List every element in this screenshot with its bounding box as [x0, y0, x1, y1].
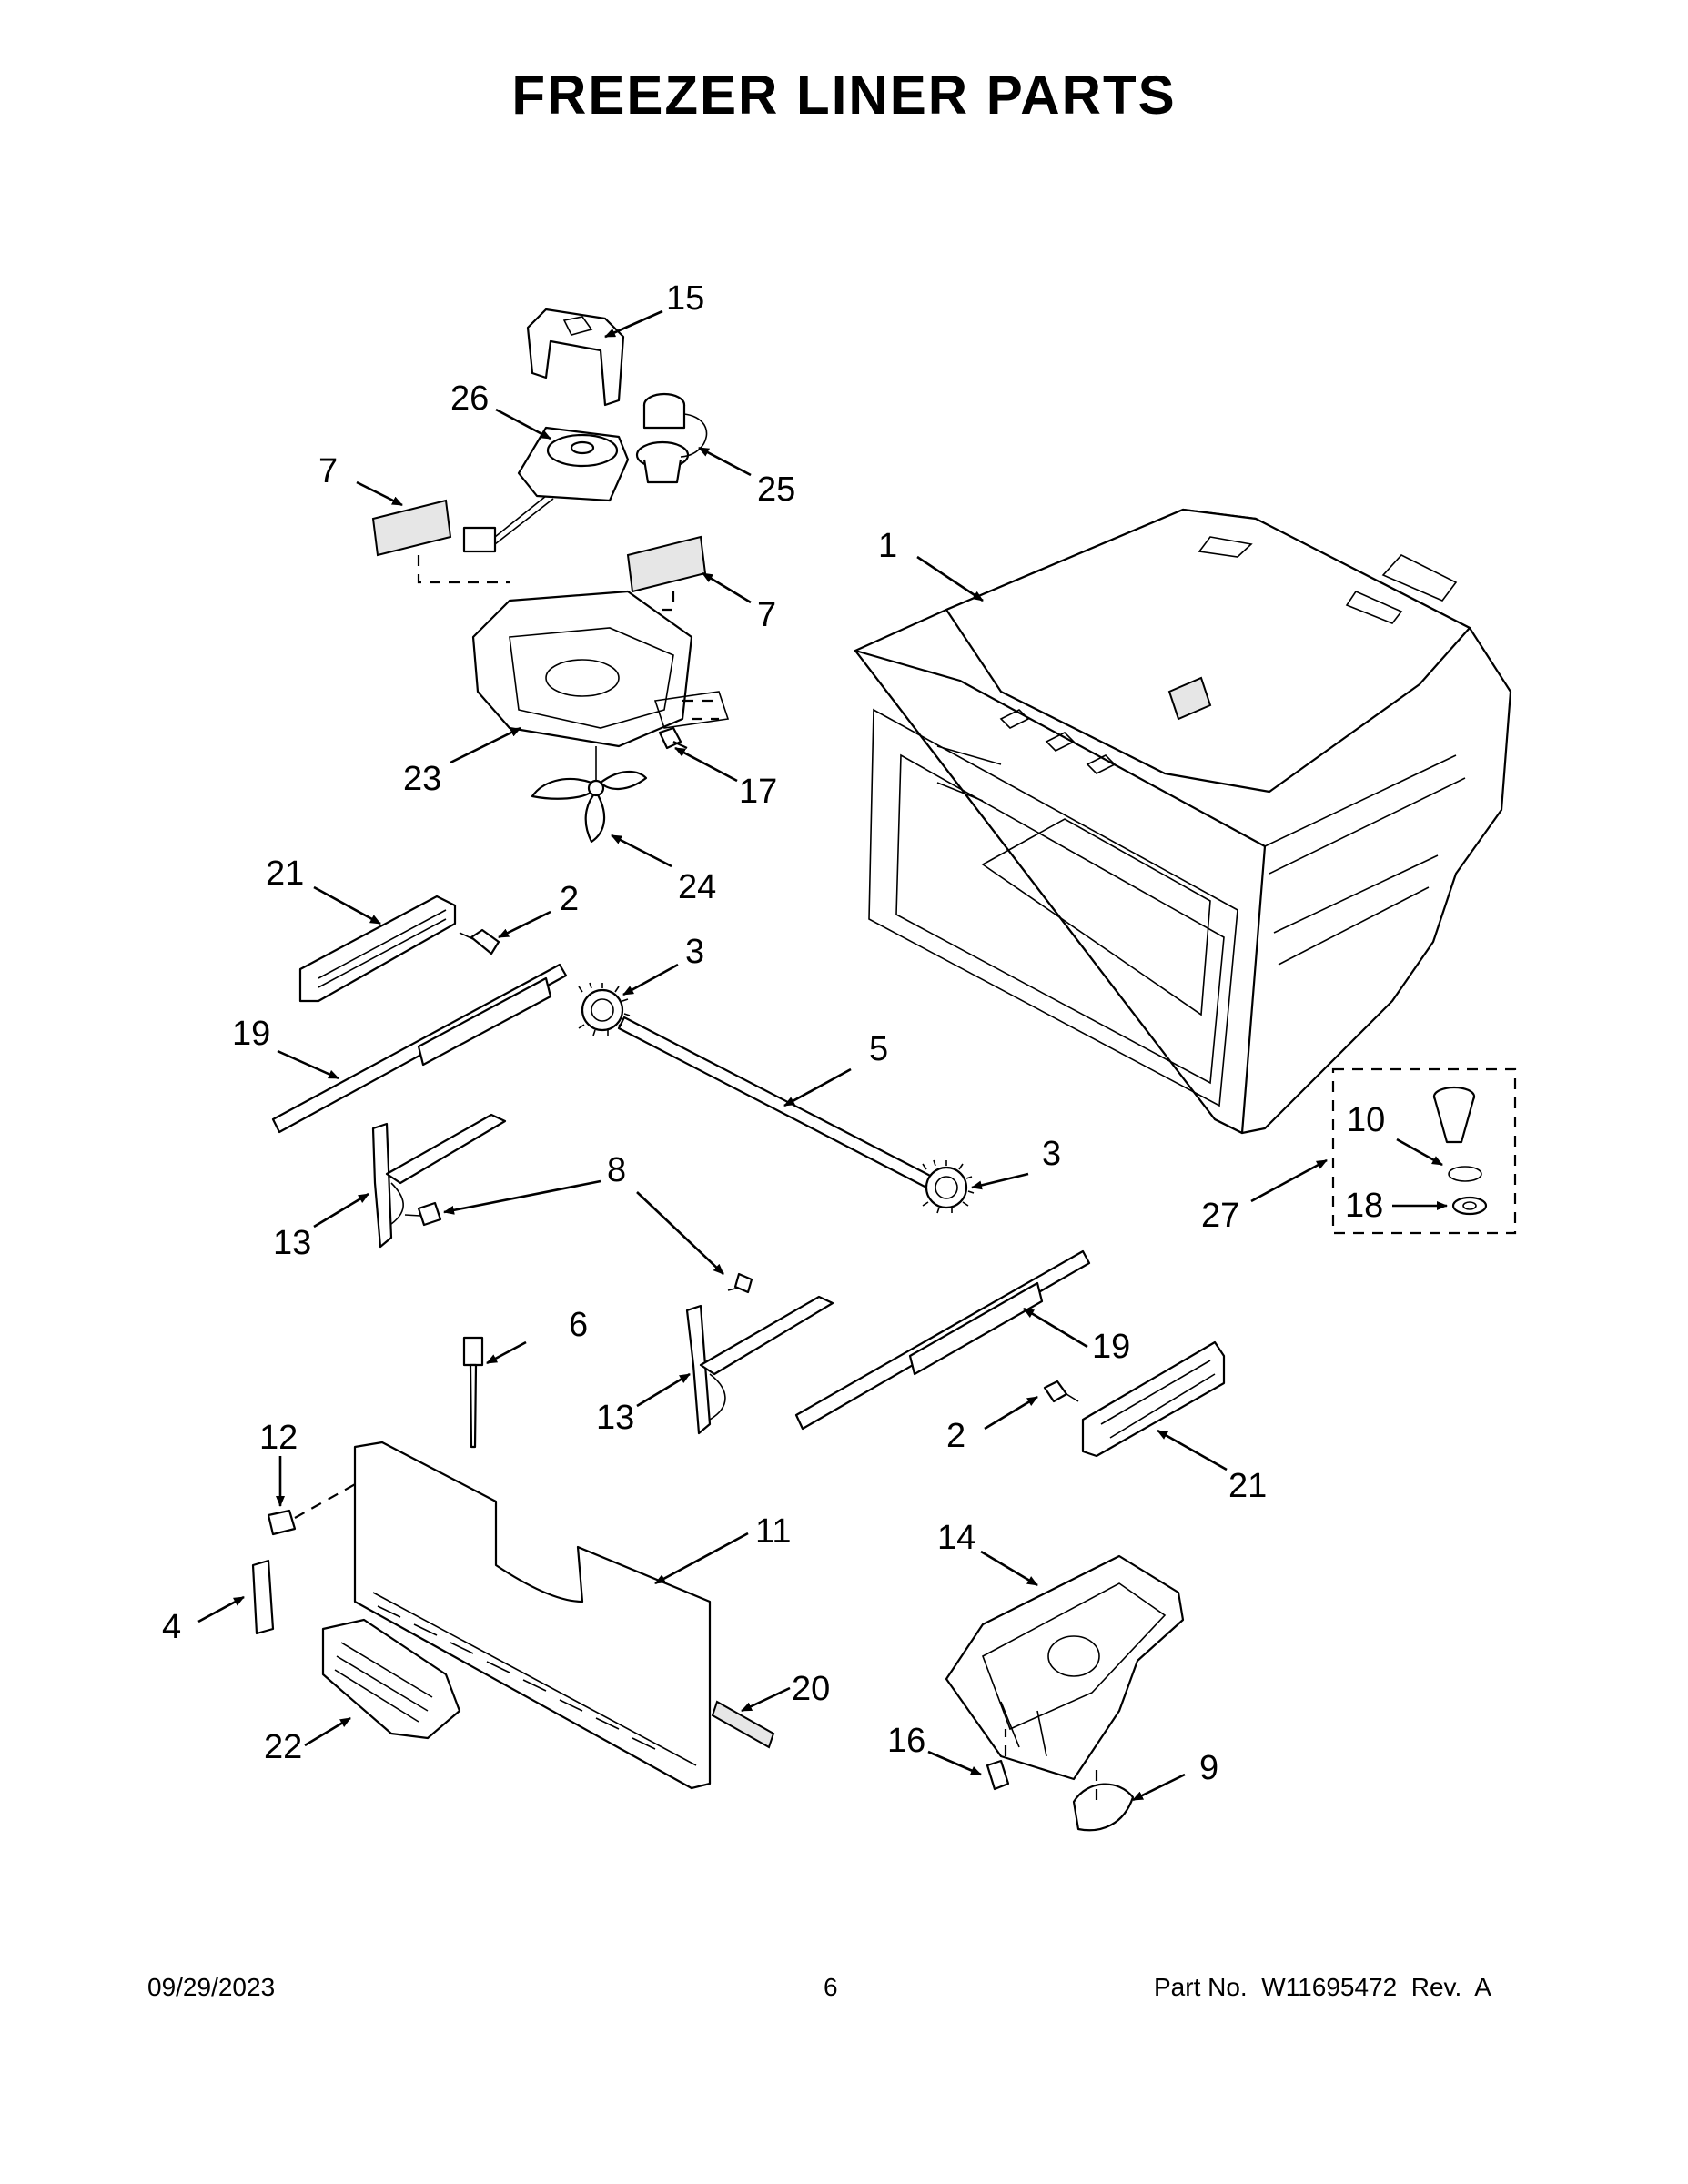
part-7-pads [371, 499, 707, 612]
callout-20: 20 [792, 1670, 830, 1708]
callout-11: 11 [755, 1512, 791, 1551]
callout-22: 22 [264, 1728, 302, 1766]
part-13-left-bracket [371, 1113, 507, 1249]
callout-8: 8 [607, 1151, 626, 1189]
part-25-sensor [635, 392, 708, 484]
part-26-motor [462, 426, 630, 553]
part-22-grille [321, 1618, 461, 1740]
part-15-bracket [526, 308, 625, 407]
callout-10: 10 [1347, 1101, 1385, 1139]
footer-page-number: 6 [824, 1973, 838, 2001]
part-13-right-bracket [685, 1295, 834, 1435]
part-5-rod [617, 1016, 939, 1192]
callout-19-right: 19 [1092, 1328, 1130, 1366]
callout-2-left: 2 [560, 880, 579, 918]
part-24-fan-blade [531, 746, 648, 844]
part-3-upper-gear [578, 982, 631, 1036]
callout-21-right: 21 [1228, 1467, 1267, 1505]
part-2-left-screw [459, 928, 500, 956]
callout-3-lower: 3 [1042, 1135, 1061, 1173]
part-21-left-rail-bracket [298, 895, 457, 1003]
footer-part-number: Part No. W11695472 Rev. A [1154, 1973, 1491, 2001]
part-19-left-rail [271, 963, 568, 1134]
callout-1: 1 [878, 527, 897, 565]
callout-21-left: 21 [266, 854, 304, 893]
part-17-screw [658, 726, 688, 750]
callout-5: 5 [869, 1030, 888, 1068]
part-8-right-screw [727, 1272, 753, 1294]
callout-19-left: 19 [232, 1015, 270, 1053]
callout-16: 16 [887, 1722, 925, 1760]
part-20-gasket [711, 1700, 775, 1749]
callout-15: 15 [666, 279, 704, 318]
footer-date: 09/29/2023 [147, 1973, 276, 2001]
callout-24: 24 [678, 868, 716, 906]
callout-18: 18 [1345, 1187, 1383, 1225]
part-19-right-rail [794, 1249, 1091, 1431]
callout-27: 27 [1201, 1197, 1239, 1235]
callout-12: 12 [259, 1419, 298, 1457]
callout-26: 26 [450, 379, 489, 418]
callout-4: 4 [162, 1608, 181, 1646]
callout-13-right: 13 [596, 1399, 634, 1437]
page-title: FREEZER LINER PARTS [511, 65, 1177, 126]
callout-6: 6 [569, 1306, 588, 1344]
callout-14: 14 [937, 1519, 975, 1557]
part-14-housing [945, 1554, 1185, 1781]
part-3-lower-gear [922, 1159, 975, 1214]
part-12-screw [267, 1473, 374, 1536]
callout-17: 17 [739, 773, 777, 811]
part-2-right-screw [1043, 1380, 1079, 1403]
callout-9: 9 [1199, 1749, 1218, 1787]
part-23-fan-housing [471, 590, 730, 748]
part-8-left-screw [404, 1201, 442, 1227]
callout-13-left: 13 [273, 1224, 311, 1262]
callout-25: 25 [757, 470, 795, 509]
part-4-clip [251, 1559, 275, 1635]
part-16-clip [986, 1729, 1010, 1791]
callout-7-lower: 7 [757, 596, 776, 634]
part-9-cover [1072, 1770, 1135, 1832]
part-21-right-rail-bracket [1081, 1340, 1226, 1458]
callout-3-upper: 3 [685, 933, 704, 971]
leader-lines [197, 309, 1448, 1802]
part-6-probe [462, 1336, 484, 1449]
callout-2-right: 2 [946, 1417, 965, 1455]
part-27-kit [1331, 1067, 1517, 1235]
callout-7-upper: 7 [318, 452, 338, 490]
callout-23: 23 [403, 760, 441, 798]
callout-labels: 15 26 25 7 7 1 23 17 24 21 2 3 19 5 3 8 … [162, 279, 1385, 1787]
freezer-liner [854, 508, 1512, 1135]
part-11-air-tower [353, 1441, 712, 1790]
